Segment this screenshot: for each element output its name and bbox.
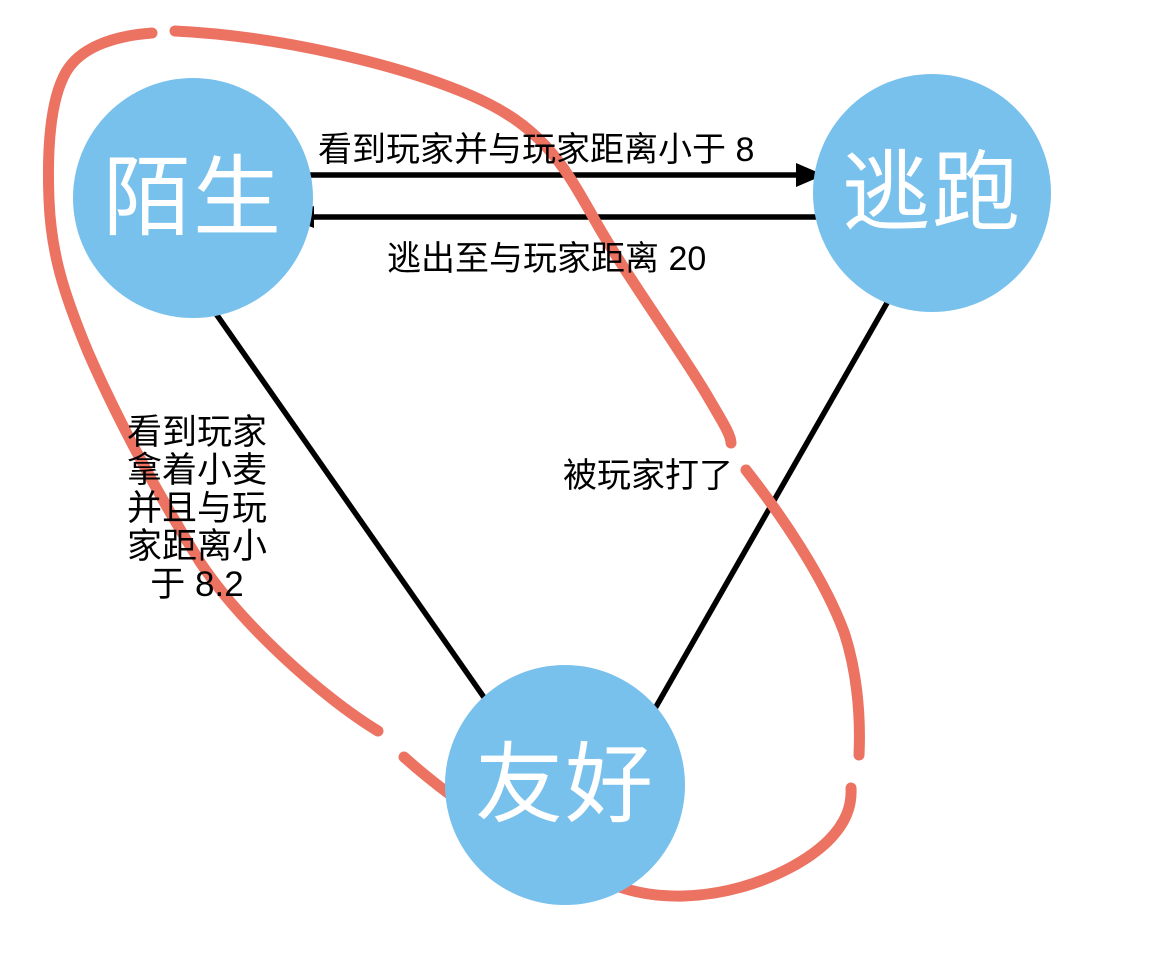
hand-drawn-loop-stroke-left: [42, 27, 384, 737]
state-node-friendly: 友好: [445, 665, 685, 905]
hand-drawn-loop-stroke-top-right: [169, 25, 737, 449]
state-node-stranger: 陌生: [73, 78, 313, 318]
edge-label-stranger-to-friendly: 看到玩家 拿着小麦 并且与玩 家距离小 于 8.2: [126, 413, 267, 604]
edge-label-flee-to-stranger: 逃出至与玩家距离 20: [387, 240, 707, 278]
edge-label-stranger-to-flee: 看到玩家并与玩家距离小于 8: [318, 131, 755, 169]
state-node-stranger-label: 陌生: [102, 148, 283, 247]
edge-stranger-to-friendly-line: [195, 286, 496, 713]
edge-label-friendly-to-flee: 被玩家打了: [563, 457, 733, 495]
state-node-friendly-label: 友好: [474, 735, 655, 834]
state-node-flee-label: 逃跑: [841, 143, 1022, 242]
hand-drawn-loop-stroke-right: [740, 464, 865, 761]
edge-stranger-to-flee-arrowhead-icon: [796, 163, 824, 187]
state-node-flee: 逃跑: [813, 74, 1051, 312]
